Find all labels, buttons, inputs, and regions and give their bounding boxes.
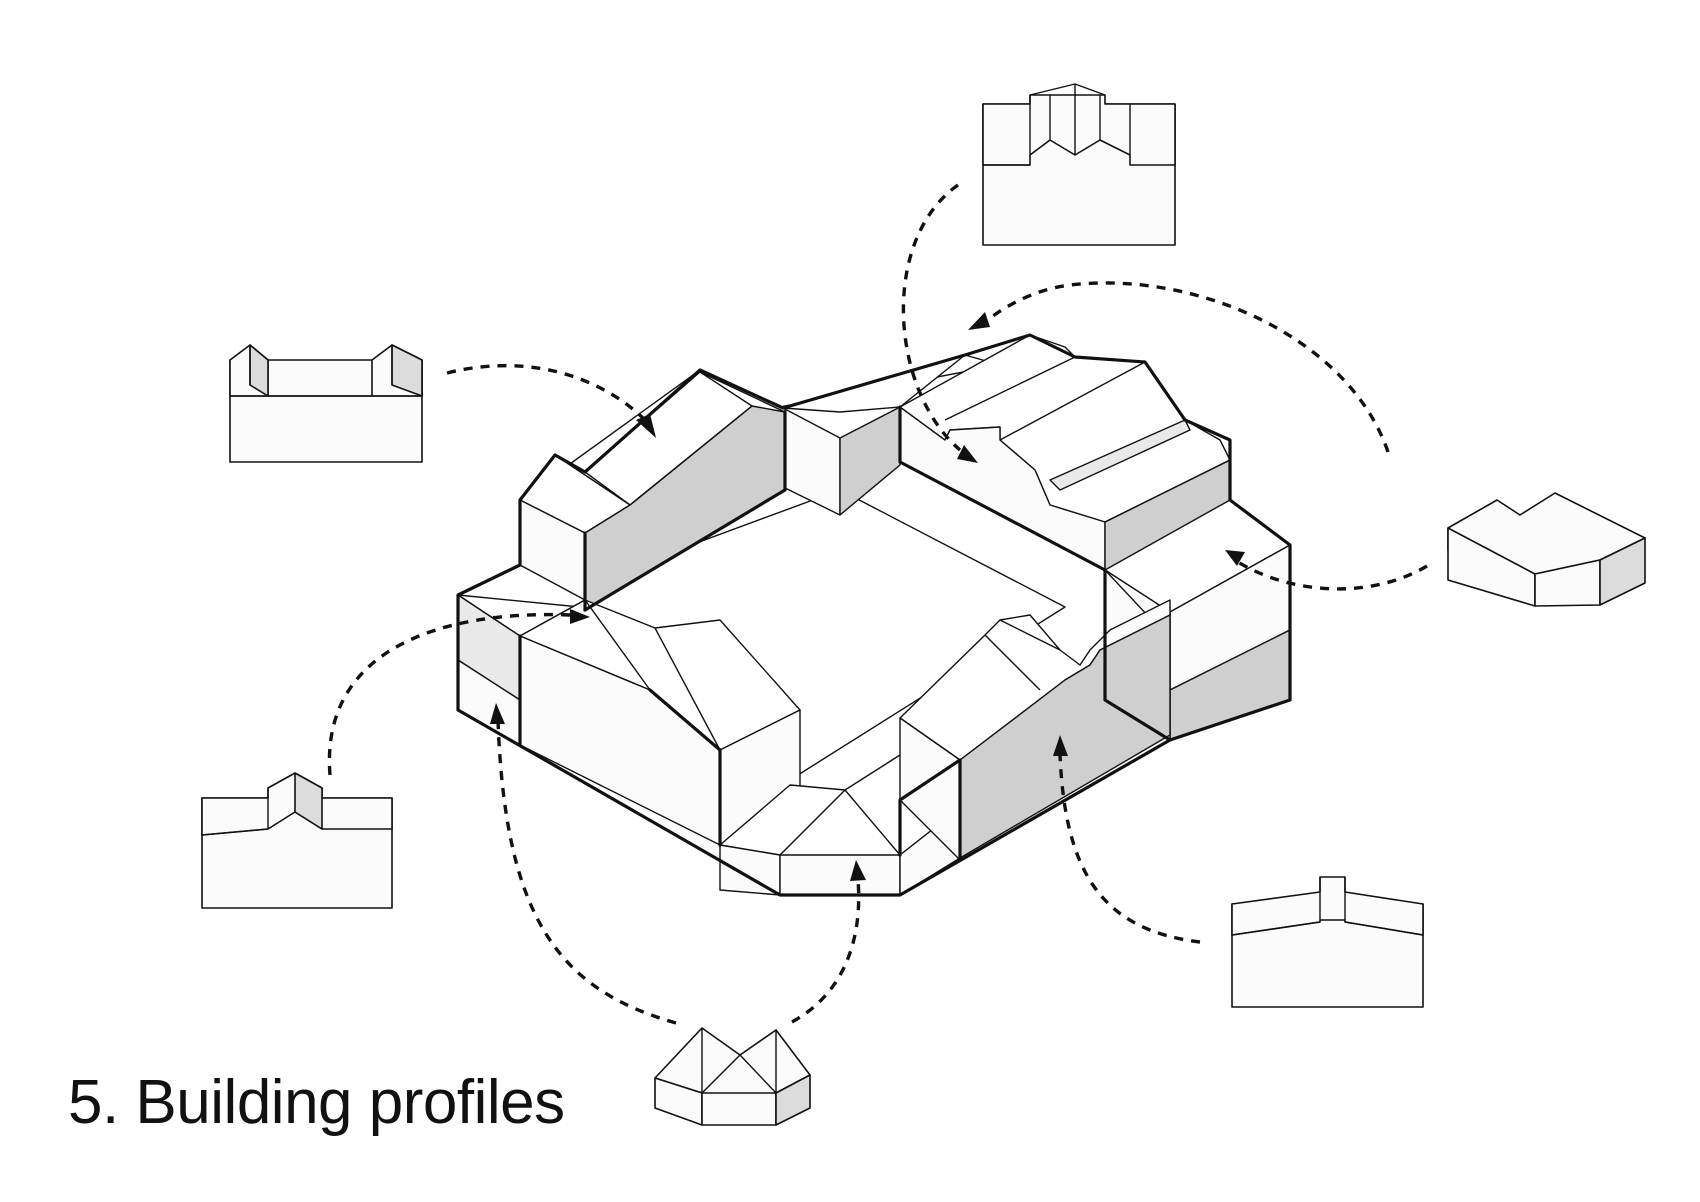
arrowhead-bottom-right [1053, 735, 1068, 756]
arrowhead-bottom-center-left [490, 703, 505, 724]
profile-arrows [327, 183, 1428, 1025]
arrow-left-side [327, 612, 571, 776]
profile-top-right [982, 83, 1176, 246]
profile-right-side [1447, 492, 1646, 607]
profile-bottom-center [654, 1027, 811, 1126]
arrow-right-side [1237, 560, 1428, 591]
back-right-block [899, 334, 1231, 571]
block-outline [456, 333, 1292, 897]
front-right-block [899, 599, 1171, 861]
arrowhead-left-side [570, 609, 590, 624]
back-left-block [519, 369, 786, 611]
isometric-courtyard-block [456, 333, 1292, 897]
arrowhead-right-side [1225, 550, 1245, 566]
profile-bottom-right [1231, 876, 1424, 1008]
arrowhead-top-right-loop [968, 312, 990, 330]
arrow-bottom-center [791, 879, 861, 1024]
arrow-top-right [901, 183, 962, 452]
profile-left-side [201, 772, 393, 909]
profile-top-left [229, 344, 423, 463]
arrowhead-top-left [636, 414, 656, 438]
front-left-block [457, 564, 801, 846]
figure-caption: 5. Building profiles [68, 1068, 565, 1137]
arrowhead-bottom-center [850, 860, 866, 881]
arrow-bottom-right [1058, 754, 1201, 944]
arrowhead-top-right [957, 445, 978, 463]
arrow-bottom-center-left [496, 719, 677, 1025]
arrow-top-left [446, 363, 647, 422]
